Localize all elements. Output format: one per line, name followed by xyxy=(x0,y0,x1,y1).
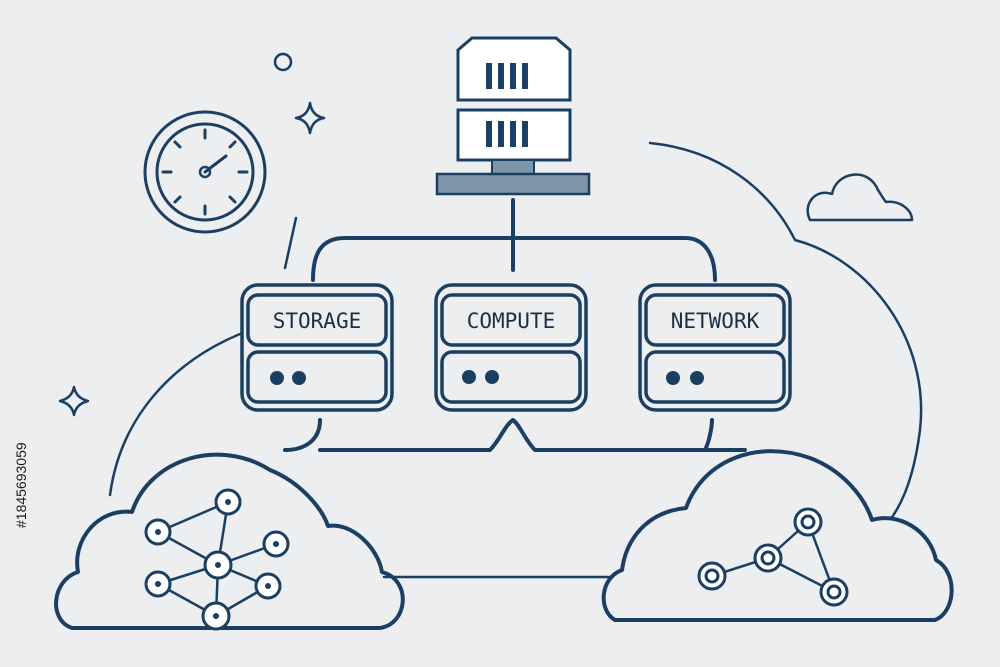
indicator-light xyxy=(485,370,499,384)
stock-id: #1845693059 xyxy=(13,442,29,528)
indicator-light xyxy=(666,371,680,385)
compute-unit: COMPUTE xyxy=(434,283,588,412)
circle-icon xyxy=(273,52,293,72)
network-graph-icon xyxy=(144,488,290,631)
network-graph-icon xyxy=(697,507,849,607)
indicator-light xyxy=(270,371,284,385)
cloud-icon xyxy=(601,449,954,622)
network-label: NETWORK xyxy=(671,309,760,333)
sparkle-icon xyxy=(58,385,90,417)
clock-icon xyxy=(143,110,267,234)
connector-bracket-bottom xyxy=(283,418,747,452)
cloud-icon xyxy=(54,452,405,630)
server-icon xyxy=(435,36,591,196)
connector-bracket-top xyxy=(311,236,717,282)
cloud-icon xyxy=(806,173,914,222)
indicator-light xyxy=(292,371,306,385)
storage-label: STORAGE xyxy=(273,309,362,333)
indicator-light xyxy=(462,370,476,384)
background-arc-right xyxy=(648,141,923,522)
background-stroke-left xyxy=(283,216,298,270)
sparkle-icon xyxy=(294,101,326,135)
compute-label: COMPUTE xyxy=(467,309,556,333)
indicator-light xyxy=(690,371,704,385)
background-arc-left xyxy=(108,328,252,497)
network-unit: NETWORK xyxy=(638,283,792,412)
storage-unit: STORAGE xyxy=(240,283,394,412)
